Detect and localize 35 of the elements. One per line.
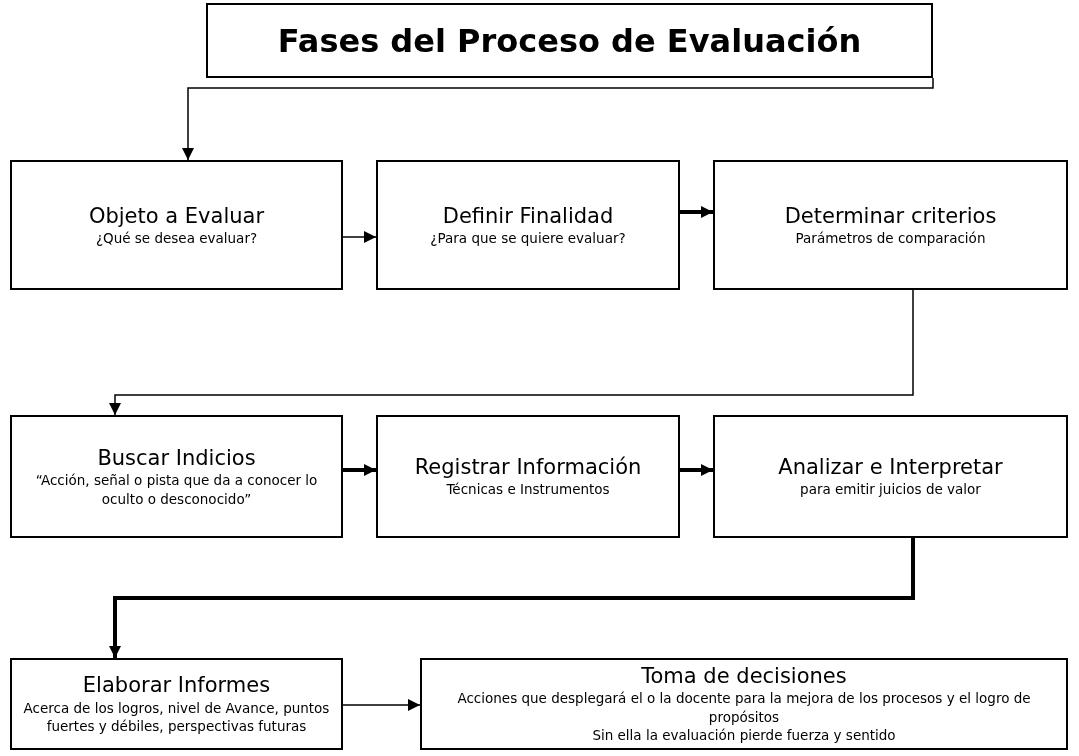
step-description: Parámetros de comparación (795, 228, 986, 248)
process-box (376, 160, 680, 290)
process-box (10, 160, 343, 290)
connector-arrow (109, 538, 915, 658)
connector-arrow (680, 464, 713, 476)
step-description: Sin ella la evaluación pierde fuerza y sentido (592, 726, 896, 745)
step-heading: Determinar criterios (784, 202, 997, 229)
connector-arrow (109, 289, 914, 416)
step-heading: Elaborar Informes (82, 672, 271, 699)
step-heading: Registrar Información (414, 454, 642, 481)
connector-arrow (680, 206, 713, 218)
connector-arrow (342, 699, 421, 711)
process-box (10, 415, 343, 538)
step-heading: Analizar e Interpretar (778, 454, 1003, 481)
step-heading: Buscar Indicios (97, 444, 256, 472)
step-description: ¿Qué se desea evaluar? (95, 228, 258, 248)
step-description: Técnicas e Instrumentos (446, 480, 610, 499)
step-heading: Toma de decisiones (641, 663, 847, 690)
step-heading: Objeto a Evaluar (88, 202, 265, 229)
step-description: para emitir juicios de valor (800, 480, 981, 499)
process-box (10, 658, 343, 750)
step-description: ¿Para que se quiere evaluar? (430, 228, 626, 248)
connector-arrow (182, 77, 934, 161)
title-box (206, 3, 933, 78)
connector-arrow (343, 464, 376, 476)
connector-arrow (342, 231, 377, 243)
process-box (420, 658, 1068, 750)
step-description: Acciones que desplegará el o la docente para la mejora de los procesos y el logro de propósitos (456, 689, 1032, 727)
step-heading: Definir Finalidad (442, 202, 614, 229)
process-box (713, 160, 1068, 290)
process-box (713, 415, 1068, 538)
process-box (376, 415, 680, 538)
step-description: Acerca de los logros, nivel de Avance, puntos fuertes y débiles, perspectivas futuras (22, 698, 331, 736)
step-description: “Acción, señal o pista que da a conocer lo oculto o desconocido” (34, 471, 319, 509)
heading-label: Fases del Proceso de Evaluación (277, 20, 862, 61)
